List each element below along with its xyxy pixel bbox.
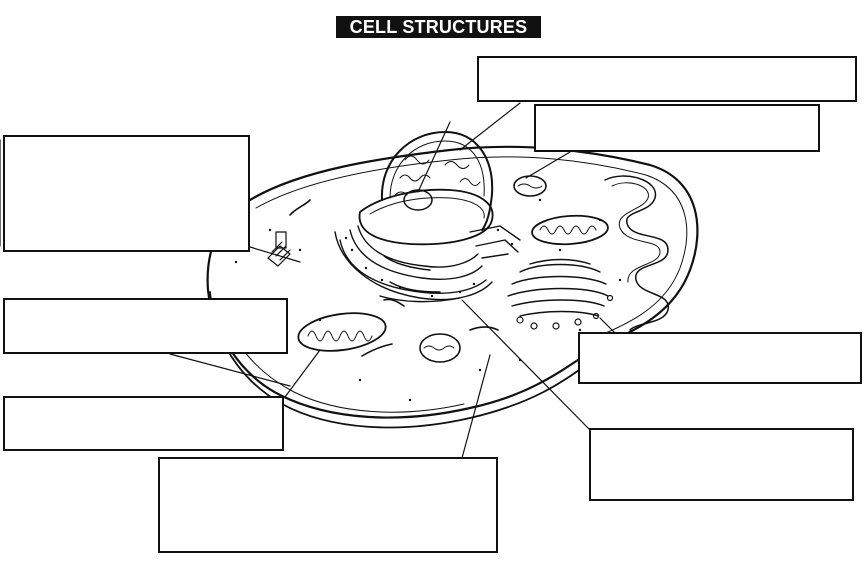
lysosome-bottom (419, 333, 461, 363)
answer-box-1[interactable] (477, 56, 857, 102)
answer-box-4[interactable] (3, 298, 288, 354)
nucleolus (403, 189, 433, 211)
lysosome-top (513, 175, 547, 197)
answer-box-3[interactable] (3, 135, 250, 252)
smooth-endoplasmic-reticulum (604, 175, 669, 331)
answer-box-5[interactable] (3, 396, 284, 451)
answer-box-7[interactable] (578, 332, 862, 384)
nuclear-envelope (380, 131, 494, 231)
cytoskeleton-strokes (289, 199, 499, 357)
golgi-apparatus (507, 258, 614, 330)
answer-box-6[interactable] (158, 457, 498, 553)
cell-membrane-inner (255, 156, 688, 338)
answer-box-8[interactable] (589, 428, 854, 501)
ribosome-dots (234, 198, 622, 402)
mitochondrion-top (531, 214, 609, 246)
rough-endoplasmic-reticulum (334, 225, 521, 303)
nucleus (358, 121, 494, 246)
mitochondrion-bottom (297, 312, 387, 352)
nuclear-envelope-inner (389, 140, 485, 199)
centrioles (267, 231, 291, 267)
leader-lines (0, 102, 616, 459)
answer-box-2[interactable] (534, 104, 820, 152)
worksheet-title: CELL STRUCTURES (336, 16, 541, 38)
chromatin (394, 155, 481, 196)
cell-edge-bottom (209, 291, 599, 429)
